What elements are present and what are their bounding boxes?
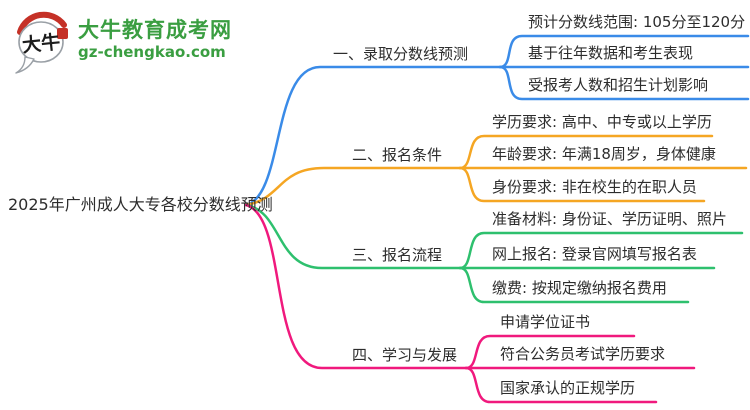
leaf-node-3-3[interactable]: 缴费: 按规定缴纳报名费用 xyxy=(492,279,667,297)
leaf-node-1-3[interactable]: 受报考人数和招生计划影响 xyxy=(528,76,709,94)
branch-node-3[interactable]: 三、报名流程 xyxy=(352,246,443,264)
leaf-node-1-1[interactable]: 预计分数线范围: 105分至120分 xyxy=(528,13,746,31)
branch-3-child-3-link xyxy=(458,266,690,304)
leaf-node-1-2[interactable]: 基于往年数据和考生表现 xyxy=(528,44,694,62)
branch-2-child-3-link xyxy=(458,166,706,203)
logo-seal-icon xyxy=(57,28,68,39)
leaf-node-3-1[interactable]: 准备材料: 身份证、学历证明、照片 xyxy=(492,210,727,228)
branch-3-link xyxy=(244,203,462,270)
root-node[interactable]: 2025年广州成人大专各校分数线预测 xyxy=(8,195,273,214)
branch-node-1[interactable]: 一、录取分数线预测 xyxy=(333,45,469,63)
logo-bubble-icon: 大牛 xyxy=(15,11,68,74)
site-logo[interactable]: 大牛 大牛教育成考网 gz-chengkao.com xyxy=(12,10,232,74)
leaf-node-4-3[interactable]: 国家承认的正规学历 xyxy=(500,379,636,397)
branch-1-child-3-link xyxy=(498,65,750,101)
logo-text-block: 大牛教育成考网 gz-chengkao.com xyxy=(78,10,232,62)
branch-node-2[interactable]: 二、报名条件 xyxy=(352,146,443,164)
branch-2-link xyxy=(244,166,462,207)
logo-domain-text: gz-chengkao.com xyxy=(78,43,226,61)
leaf-node-4-2[interactable]: 符合公务员考试学历要求 xyxy=(500,345,666,363)
leaf-node-3-2[interactable]: 网上报名: 登录官网填写报名表 xyxy=(492,245,697,263)
branch-4-link xyxy=(244,203,468,370)
leaf-node-2-1[interactable]: 学历要求: 高中、中专或以上学历 xyxy=(492,113,712,131)
leaf-node-4-1[interactable]: 申请学位证书 xyxy=(500,313,591,331)
branch-node-4[interactable]: 四、学习与发展 xyxy=(352,346,458,364)
logo-brand-text: 大牛教育成考网 xyxy=(78,18,232,42)
logo-bubble-text: 大牛 xyxy=(21,30,61,57)
leaf-node-2-3[interactable]: 身份要求: 非在校生的在职人员 xyxy=(492,178,697,196)
branch-1-link xyxy=(244,65,502,207)
branch-4-child-3-link xyxy=(464,366,658,404)
leaf-node-2-2[interactable]: 年龄要求: 年满18周岁，身体健康 xyxy=(492,145,716,163)
